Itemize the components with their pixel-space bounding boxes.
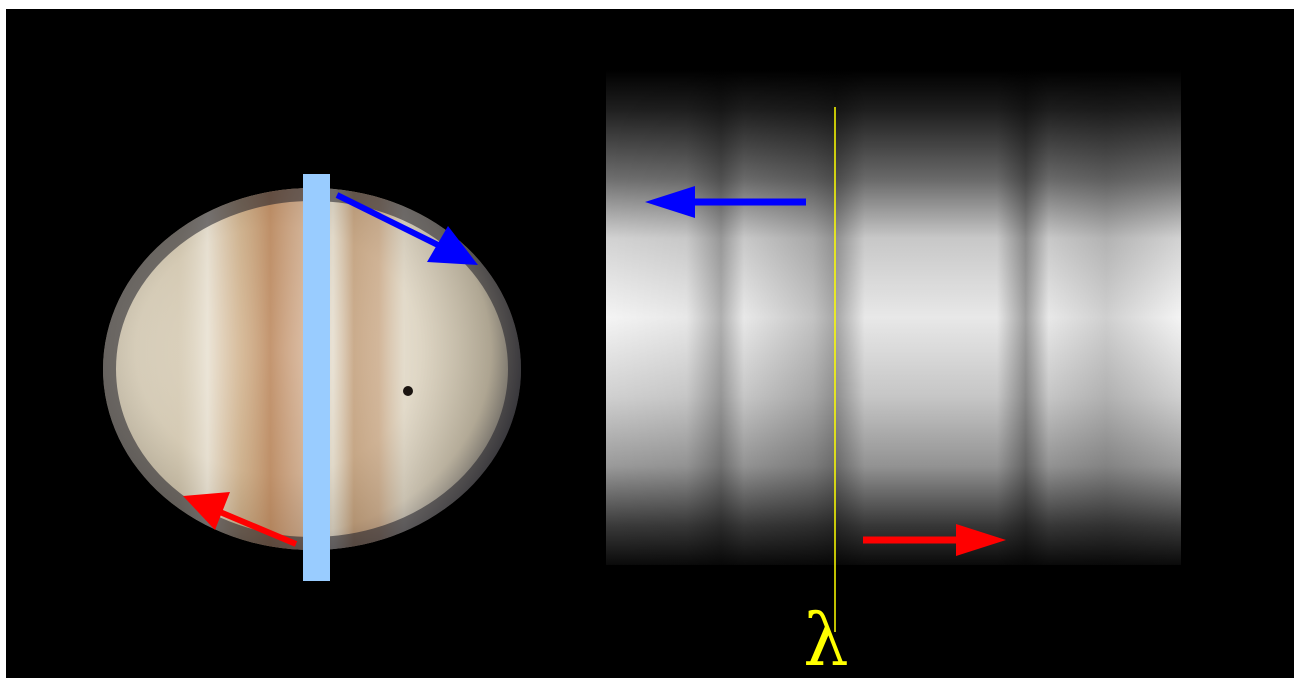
spectrum-image bbox=[606, 70, 1181, 565]
wavelength-symbol: λ bbox=[803, 598, 849, 682]
blueshift-arrow bbox=[645, 186, 806, 218]
receding-limb-arrow bbox=[183, 492, 298, 547]
moon-shadow-spot bbox=[403, 386, 413, 396]
redshift-arrow bbox=[863, 524, 1006, 556]
approaching-limb-arrow bbox=[335, 192, 478, 265]
spectrograph-slit bbox=[303, 174, 330, 581]
